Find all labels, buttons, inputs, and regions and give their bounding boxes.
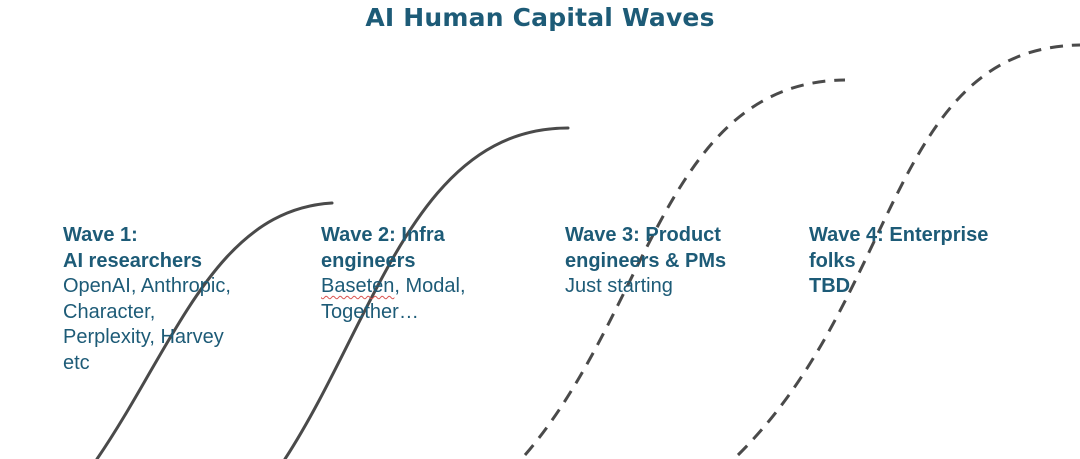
wave-1-body-line: OpenAI, Anthropic, <box>63 275 231 297</box>
wave-3-curve <box>523 78 846 456</box>
wave-2-heading: Wave 2: Infra <box>321 224 445 246</box>
wave-3-body-line: Just starting <box>565 275 673 297</box>
wave-1-body-line: etc <box>63 351 90 374</box>
wave-1-body-line: Character, <box>63 300 156 323</box>
wave-4-status: TBD <box>809 275 851 297</box>
wave-3-heading: Wave 3: Product <box>565 224 721 246</box>
wave-3-role: engineers & PMs <box>565 249 727 272</box>
wave-1-role: AI researchers <box>63 249 202 272</box>
wave-1-body-line: Perplexity, Harvey <box>63 326 224 348</box>
wave-2-body-line: Together… <box>321 300 419 323</box>
wave-1-curve <box>95 201 334 459</box>
wave-1-block: Wave 1: AI researchers OpenAI, Anthropic… <box>63 223 231 376</box>
wave-2-body-rest: , Modal, <box>394 275 466 297</box>
spellcheck-word: Baseten <box>321 275 395 297</box>
wave-2-role: engineers <box>321 249 416 272</box>
wave-4-block: Wave 4: Enterprise folks TBD <box>809 223 988 300</box>
wave-4-curve <box>736 43 1080 457</box>
wave-4-heading: Wave 4: Enterprise <box>809 224 989 246</box>
wave-2-block: Wave 2: Infra engineers Baseten, Modal, … <box>321 223 466 325</box>
wave-3-block: Wave 3: Product engineers & PMs Just sta… <box>565 223 726 300</box>
wave-2-curve <box>283 126 570 459</box>
wave-2-body-line: Baseten, Modal, <box>321 274 466 300</box>
wave-4-role: folks <box>809 249 856 272</box>
diagram-title: AI Human Capital Waves <box>365 3 715 32</box>
wave-1-heading: Wave 1: <box>63 224 138 246</box>
